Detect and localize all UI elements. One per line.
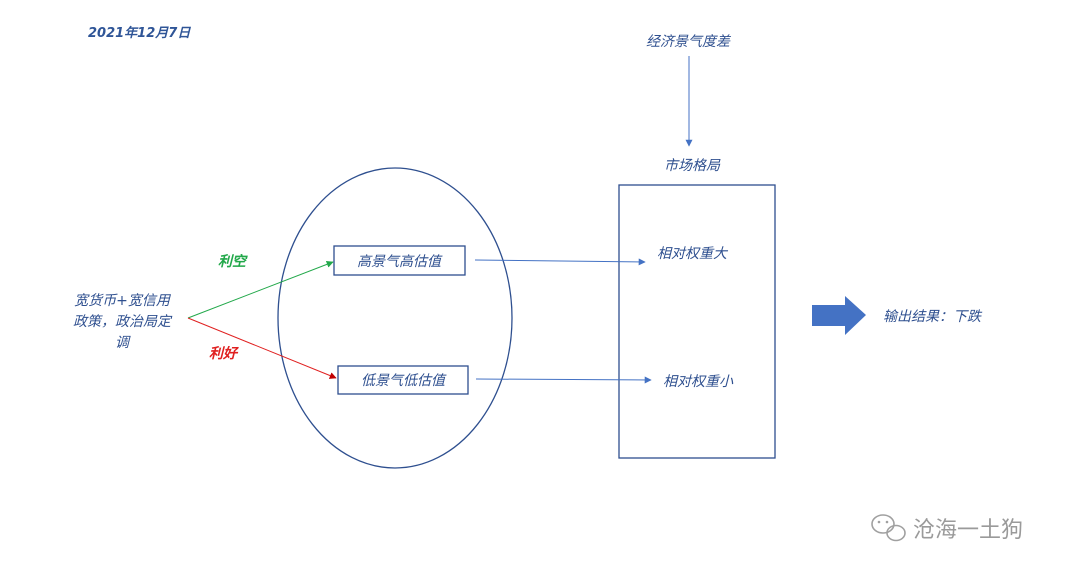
negative-arrow — [187, 261, 334, 319]
date-label: 2021年12月7日 — [88, 25, 191, 41]
high-valuation-label: 高景气高估值 — [357, 254, 443, 270]
positive-label: 利好 — [209, 345, 239, 362]
market-box — [618, 184, 776, 459]
low-valuation-label: 低景气低估值 — [361, 373, 447, 389]
low-valuation-box — [337, 365, 469, 395]
policy-line-3: 调 — [115, 335, 131, 351]
negative-label: 利空 — [218, 253, 248, 270]
low-to-weight-arrow — [475, 376, 652, 384]
output-label: 输出结果：下跌 — [883, 309, 983, 325]
weight-big-label: 相对权重大 — [657, 246, 729, 262]
output-arrow-icon — [812, 296, 866, 335]
economy-label: 经济景气度差 — [646, 34, 732, 50]
wechat-icon — [871, 514, 906, 542]
high-to-weight-arrow — [474, 258, 646, 266]
positive-arrow — [187, 317, 337, 379]
market-label: 市场格局 — [664, 158, 721, 174]
watermark-label: 沧海一土狗 — [913, 518, 1023, 543]
policy-line-2: 政策，政治局定 — [73, 314, 173, 330]
high-valuation-box — [333, 245, 466, 276]
policy-line-1: 宽货币+宽信用 — [74, 293, 172, 309]
valuation-ellipse — [277, 167, 513, 469]
weight-small-label: 相对权重小 — [663, 374, 734, 390]
